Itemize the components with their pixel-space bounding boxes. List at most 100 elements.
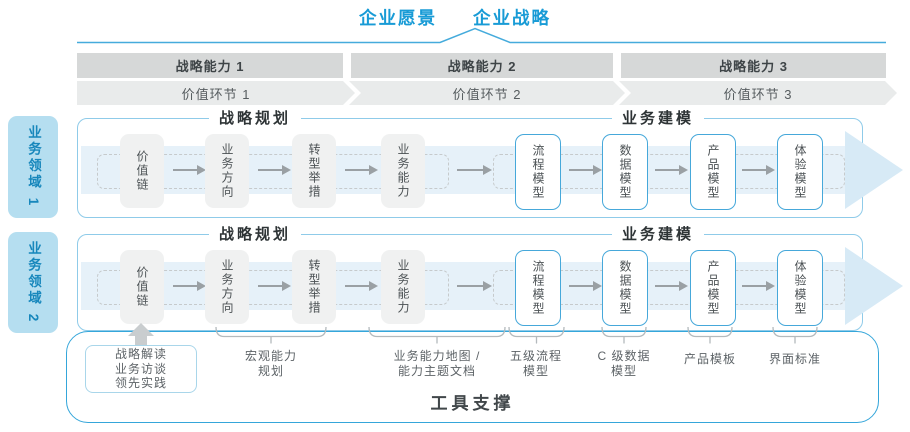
planning-dashed-pipeline (97, 270, 449, 305)
flow-arrow-icon (258, 164, 291, 175)
note-line: 业务能力地图 / (393, 349, 481, 363)
enterprise-vision-title: 企业愿景 (359, 8, 437, 28)
business-direction-box: 业务方向 (205, 250, 249, 324)
brace-icon (772, 327, 818, 344)
box-label: 数据模型 (618, 144, 632, 200)
box-label: 体验模型 (793, 260, 807, 316)
box-label: 转型举措 (307, 259, 321, 315)
value-link-label: 价值环节 2 (452, 86, 522, 102)
flow-arrow-icon (457, 280, 492, 291)
enterprise-strategy-title: 企业战略 (473, 8, 551, 28)
planning-dashed-pipeline (97, 154, 449, 189)
modeling-dashed-pipeline (493, 154, 845, 189)
strategic-capability-bar-2: 战略能力 2 (351, 53, 613, 78)
value-link-chevron-3: 价值环节 3 (619, 81, 897, 105)
note-five-level-process-model: 五级流程 模型 (476, 349, 596, 379)
up-arrow-icon (128, 323, 154, 336)
note-c-level-data-model: C 级数据 模型 (564, 349, 684, 379)
tool-support-container: 工具支撑 (66, 331, 879, 423)
business-capability-box: 业务能力 (381, 134, 425, 208)
note-macro-capability: 宏观能力 规划 (211, 349, 331, 379)
business-domain-2-lane: 战略规划 业务建模 价值链 业务方向 转型举措 业务能力 流程模型 数据模型 产… (77, 223, 903, 331)
note-capability-map: 业务能力地图 / 能力主题文档 (377, 349, 497, 379)
modeling-dashed-pipeline (493, 270, 845, 305)
box-label: 产品模型 (706, 144, 720, 200)
business-capability-box: 业务能力 (381, 250, 425, 324)
business-direction-box: 业务方向 (205, 134, 249, 208)
transformation-initiative-box: 转型举措 (292, 134, 336, 208)
value-link-chevron-1: 价值环节 1 (77, 81, 355, 105)
experience-model-box: 体验模型 (777, 134, 823, 210)
value-link-label: 价值环节 1 (181, 86, 251, 102)
flow-arrow-icon (742, 280, 775, 291)
box-label: 流程模型 (531, 144, 545, 200)
note-line: 模型 (610, 364, 637, 378)
box-label: 价值链 (135, 266, 149, 308)
box-label: 业务能力 (396, 143, 410, 199)
strategic-capability-label: 战略能力 2 (447, 59, 517, 74)
box-label: 流程模型 (531, 260, 545, 316)
business-modeling-title: 业务建模 (611, 107, 705, 128)
box-label: 业务能力 (396, 259, 410, 315)
box-label: 业务方向 (220, 259, 234, 315)
flow-arrow-icon (173, 280, 206, 291)
flow-arrow-icon (345, 280, 378, 291)
business-domain-1-lane: 战略规划 业务建模 价值链 业务方向 转型举措 业务能力 流程模型 数据模型 产… (77, 107, 903, 218)
transformation-initiative-box: 转型举措 (292, 250, 336, 324)
up-arrow-stem (135, 335, 147, 346)
product-model-box: 产品模型 (690, 250, 736, 326)
value-link-label: 价值环节 3 (723, 86, 793, 102)
tool-support-title: 工具支撑 (430, 394, 515, 413)
flow-arrow-icon (457, 164, 492, 175)
note-line: 界面标准 (768, 352, 821, 366)
strategy-input-note-box: 战略解读 业务访谈 领先实践 (85, 345, 197, 393)
brace-icon (687, 327, 733, 344)
value-chain-box: 价值链 (120, 134, 164, 208)
data-model-box: 数据模型 (602, 134, 648, 210)
box-label: 转型举措 (307, 143, 321, 199)
brace-icon (601, 327, 647, 344)
value-chain-box: 价值链 (120, 250, 164, 324)
header-titles: 企业愿景 企业战略 (0, 5, 910, 30)
flow-band-arrowhead-icon (845, 131, 903, 209)
flow-arrow-icon (569, 164, 602, 175)
process-model-box: 流程模型 (515, 250, 561, 326)
business-modeling-title: 业务建模 (611, 223, 705, 244)
box-label: 业务方向 (220, 143, 234, 199)
note-line: 五级流程 (509, 349, 562, 363)
flow-band-arrowhead-icon (845, 247, 903, 325)
note-line: 能力主题文档 (397, 364, 476, 378)
note-ui-standard: 界面标准 (735, 352, 855, 367)
flow-arrow-icon (569, 280, 602, 291)
process-model-box: 流程模型 (515, 134, 561, 210)
note-line: 战略解读 (114, 347, 167, 362)
note-line: 规划 (257, 364, 284, 378)
data-model-box: 数据模型 (602, 250, 648, 326)
flow-arrow-icon (258, 280, 291, 291)
brace-icon (508, 327, 565, 344)
header-divider-line-with-peak (77, 27, 886, 44)
note-line: 业务访谈 (114, 361, 167, 376)
product-model-box: 产品模型 (690, 134, 736, 210)
strategic-capability-bar-3: 战略能力 3 (621, 53, 886, 78)
strategic-planning-title: 战略规划 (208, 223, 302, 244)
box-label: 体验模型 (793, 144, 807, 200)
experience-model-box: 体验模型 (777, 250, 823, 326)
note-line: 领先实践 (114, 376, 167, 391)
box-label: 产品模型 (706, 260, 720, 316)
note-line: 宏观能力 (244, 349, 297, 363)
brace-icon (368, 327, 506, 344)
value-link-chevron-2: 价值环节 2 (349, 81, 625, 105)
flow-arrow-icon (345, 164, 378, 175)
business-domain-2-tab: 业务领域 2 (8, 232, 58, 333)
business-domain-1-tab: 业务领域 1 (8, 116, 58, 218)
business-domain-1-label: 业务领域 1 (26, 125, 41, 209)
strategic-planning-title: 战略规划 (208, 107, 302, 128)
note-product-template: 产品模板 (650, 352, 770, 367)
note-line: 产品模板 (683, 352, 736, 366)
box-label: 价值链 (135, 150, 149, 192)
flow-arrow-icon (655, 164, 688, 175)
brace-icon (215, 327, 327, 344)
strategic-capability-label: 战略能力 3 (719, 59, 788, 74)
flow-arrow-icon (655, 280, 688, 291)
